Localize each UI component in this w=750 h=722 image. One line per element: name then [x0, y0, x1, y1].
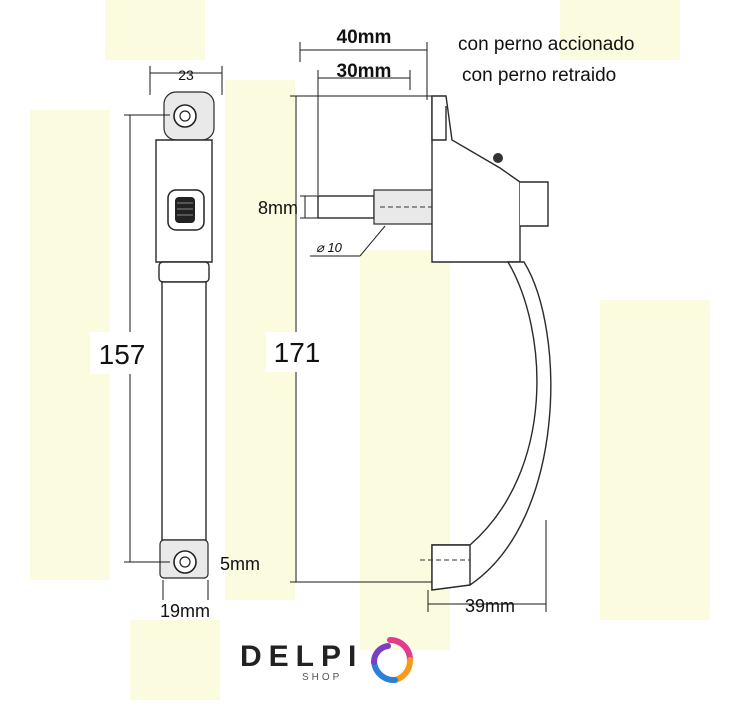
grip-collar	[158, 261, 210, 283]
lock-key-slot	[175, 197, 195, 223]
side-button-icon	[493, 153, 503, 163]
front-width-bottom-label: 19mm	[160, 601, 210, 621]
pin-extended-label: 40mm	[337, 27, 392, 48]
pin-offset-label: 8mm	[258, 198, 298, 218]
side-bottom-foot	[431, 544, 471, 591]
logo-brand-text: DELPI	[240, 640, 363, 673]
side-depth-label: 39mm	[465, 596, 515, 616]
side-top-hook	[431, 96, 447, 141]
legend-line-1: con perno accionado	[458, 34, 634, 55]
side-spindle	[520, 181, 549, 227]
logo-swirl-icon	[370, 637, 413, 684]
pin-shaft	[317, 195, 375, 219]
side-height-label: 171	[274, 337, 321, 368]
logo-sub-text: SHOP	[302, 672, 342, 683]
front-width-top-label: 23	[178, 67, 194, 83]
side-view	[290, 42, 552, 612]
side-body	[431, 95, 521, 263]
delpi-shop-logo: DELPI SHOP	[240, 637, 413, 684]
pin-retracted-label: 30mm	[337, 61, 392, 82]
legend-line-2: con perno retraido	[462, 65, 616, 86]
front-hole-label: 5mm	[220, 554, 260, 574]
grip-bar	[161, 281, 207, 541]
background-tint	[30, 0, 710, 700]
front-height-label: 157	[99, 339, 146, 370]
pin-diameter-label: ⌀ 10	[316, 240, 343, 255]
